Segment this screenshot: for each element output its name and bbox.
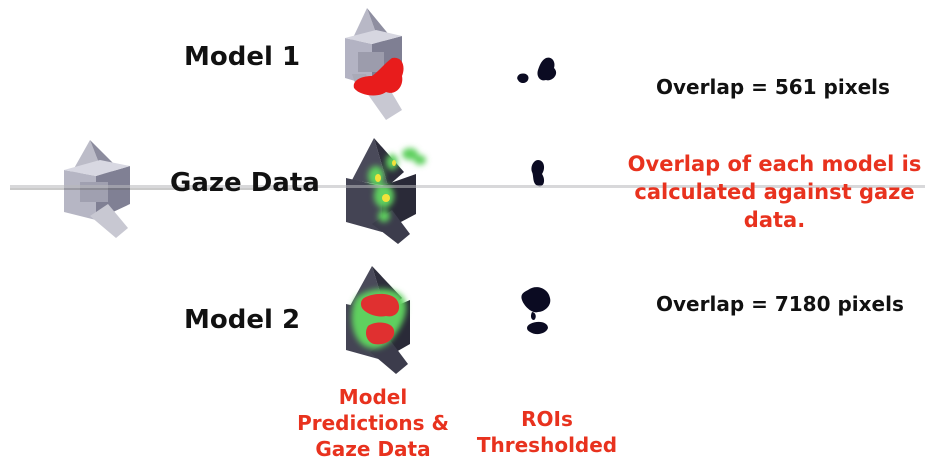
overlap-note: Overlap of each model is calculated agai… xyxy=(622,150,927,234)
rois-column-label: ROIs Thresholded xyxy=(466,406,628,458)
overlap-note-line1: Overlap of each model is xyxy=(627,152,922,176)
model2-overlap: Overlap = 7180 pixels xyxy=(656,292,904,316)
rois-label-line1: ROIs xyxy=(521,407,573,431)
overlap-note-line3: data. xyxy=(743,208,806,232)
gaze-heatmap-core xyxy=(375,160,396,202)
rois-label-line2: Thresholded xyxy=(476,433,618,457)
predictions-label-line3: Gaze Data xyxy=(315,437,431,461)
artifact-strip-dark xyxy=(10,188,310,190)
model1-label: Model 1 xyxy=(184,42,301,72)
overlap-note-line2: calculated against gaze xyxy=(634,180,915,204)
model1-prediction-heat xyxy=(353,57,404,96)
model2-roi xyxy=(521,287,551,335)
artifact-strip xyxy=(10,185,925,188)
gaze-data-label: Gaze Data xyxy=(170,168,320,198)
predictions-label-line1: Model xyxy=(338,385,408,409)
model2-label: Model 2 xyxy=(184,305,301,335)
gaze-roi xyxy=(531,160,545,187)
model2-heat-red xyxy=(360,293,400,345)
model1-roi xyxy=(517,57,557,83)
predictions-column-label: Model Predictions & Gaze Data xyxy=(288,384,458,462)
model1-overlap: Overlap = 561 pixels xyxy=(656,75,890,99)
reference-object xyxy=(64,140,130,238)
predictions-label-line2: Predictions & xyxy=(297,411,449,435)
